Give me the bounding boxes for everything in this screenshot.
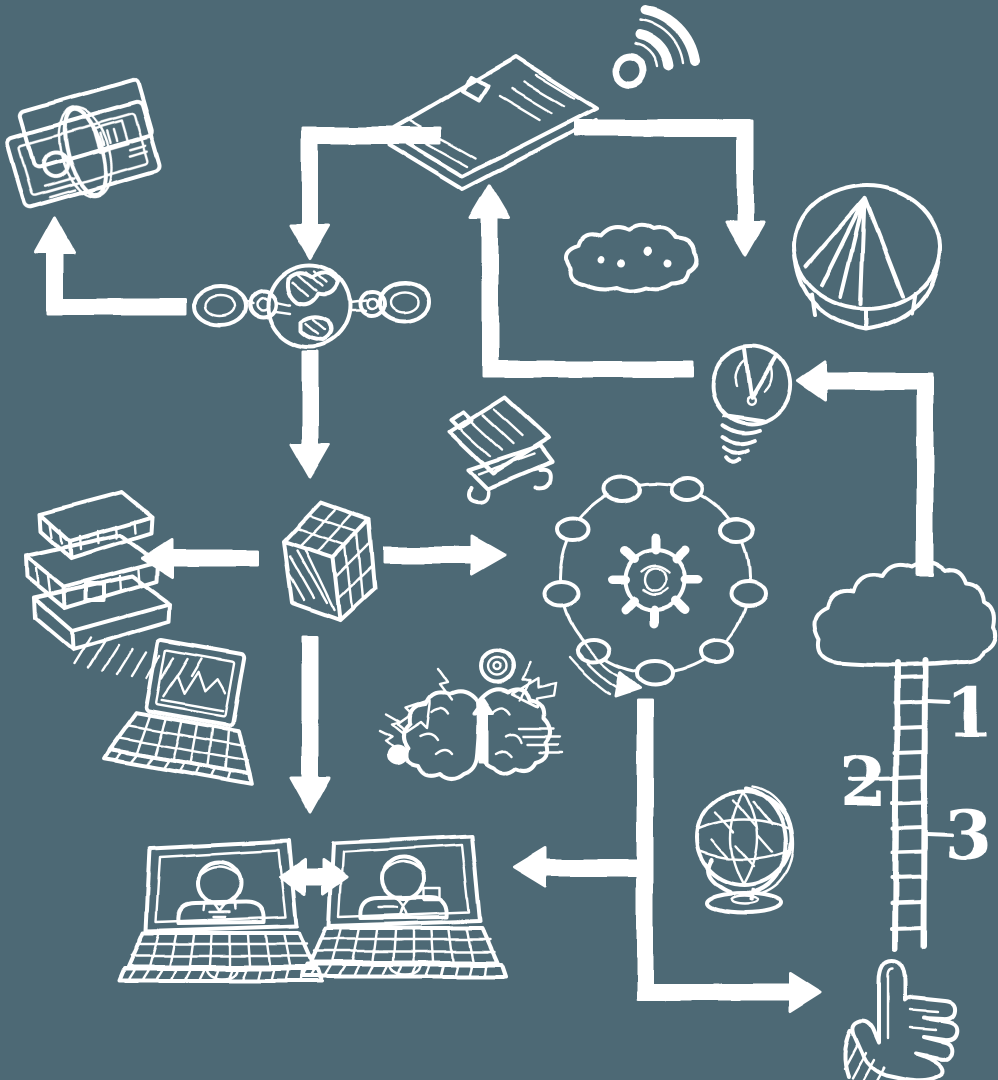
arrow-bulb-to-folder: [469, 184, 694, 378]
cloud-icon: [563, 223, 699, 293]
rubiks-cube-icon: [282, 500, 377, 622]
video-call-laptop-left-icon: [117, 839, 324, 983]
cloud-ladder-icon: 1 2 3: [812, 560, 997, 951]
arrow-cube-to-books: [140, 537, 260, 579]
lightbulb-icon: [710, 344, 793, 465]
ladder: [890, 658, 928, 951]
process-gears-icon: [542, 475, 767, 698]
step-2-label: 2: [840, 743, 887, 823]
pie-chart-icon: [792, 183, 942, 331]
chain-globe-icon: [192, 263, 431, 349]
step-3-label: 3: [944, 796, 991, 876]
arrow-ladder-to-bulb: [796, 360, 934, 577]
hand-cursor-icon: [842, 958, 960, 1080]
step-1-label: 1: [946, 673, 993, 753]
rss-icon: [612, 5, 700, 89]
arrow-cube-to-laptops: [289, 636, 331, 814]
arrow-gears-to-laptop: [512, 847, 640, 889]
money-icon: [5, 77, 162, 209]
arrow-globe-to-cube: [289, 350, 331, 480]
arrow-gears-to-hand: [636, 698, 822, 1013]
laptop-chart-icon: [102, 638, 254, 787]
folder-icon: [386, 55, 598, 191]
arrow-cube-to-gears: [383, 534, 507, 576]
brainstorm-icon: [378, 648, 564, 781]
arrow-folder-to-globe: [289, 126, 442, 260]
documents-icon: [448, 395, 554, 505]
arrow-folder-down-right: [573, 119, 766, 257]
video-call-laptop-right-icon: [300, 834, 507, 978]
arrow-globe-to-money: [34, 216, 187, 316]
desk-globe-icon: [695, 784, 794, 915]
books-icon: [24, 490, 204, 681]
